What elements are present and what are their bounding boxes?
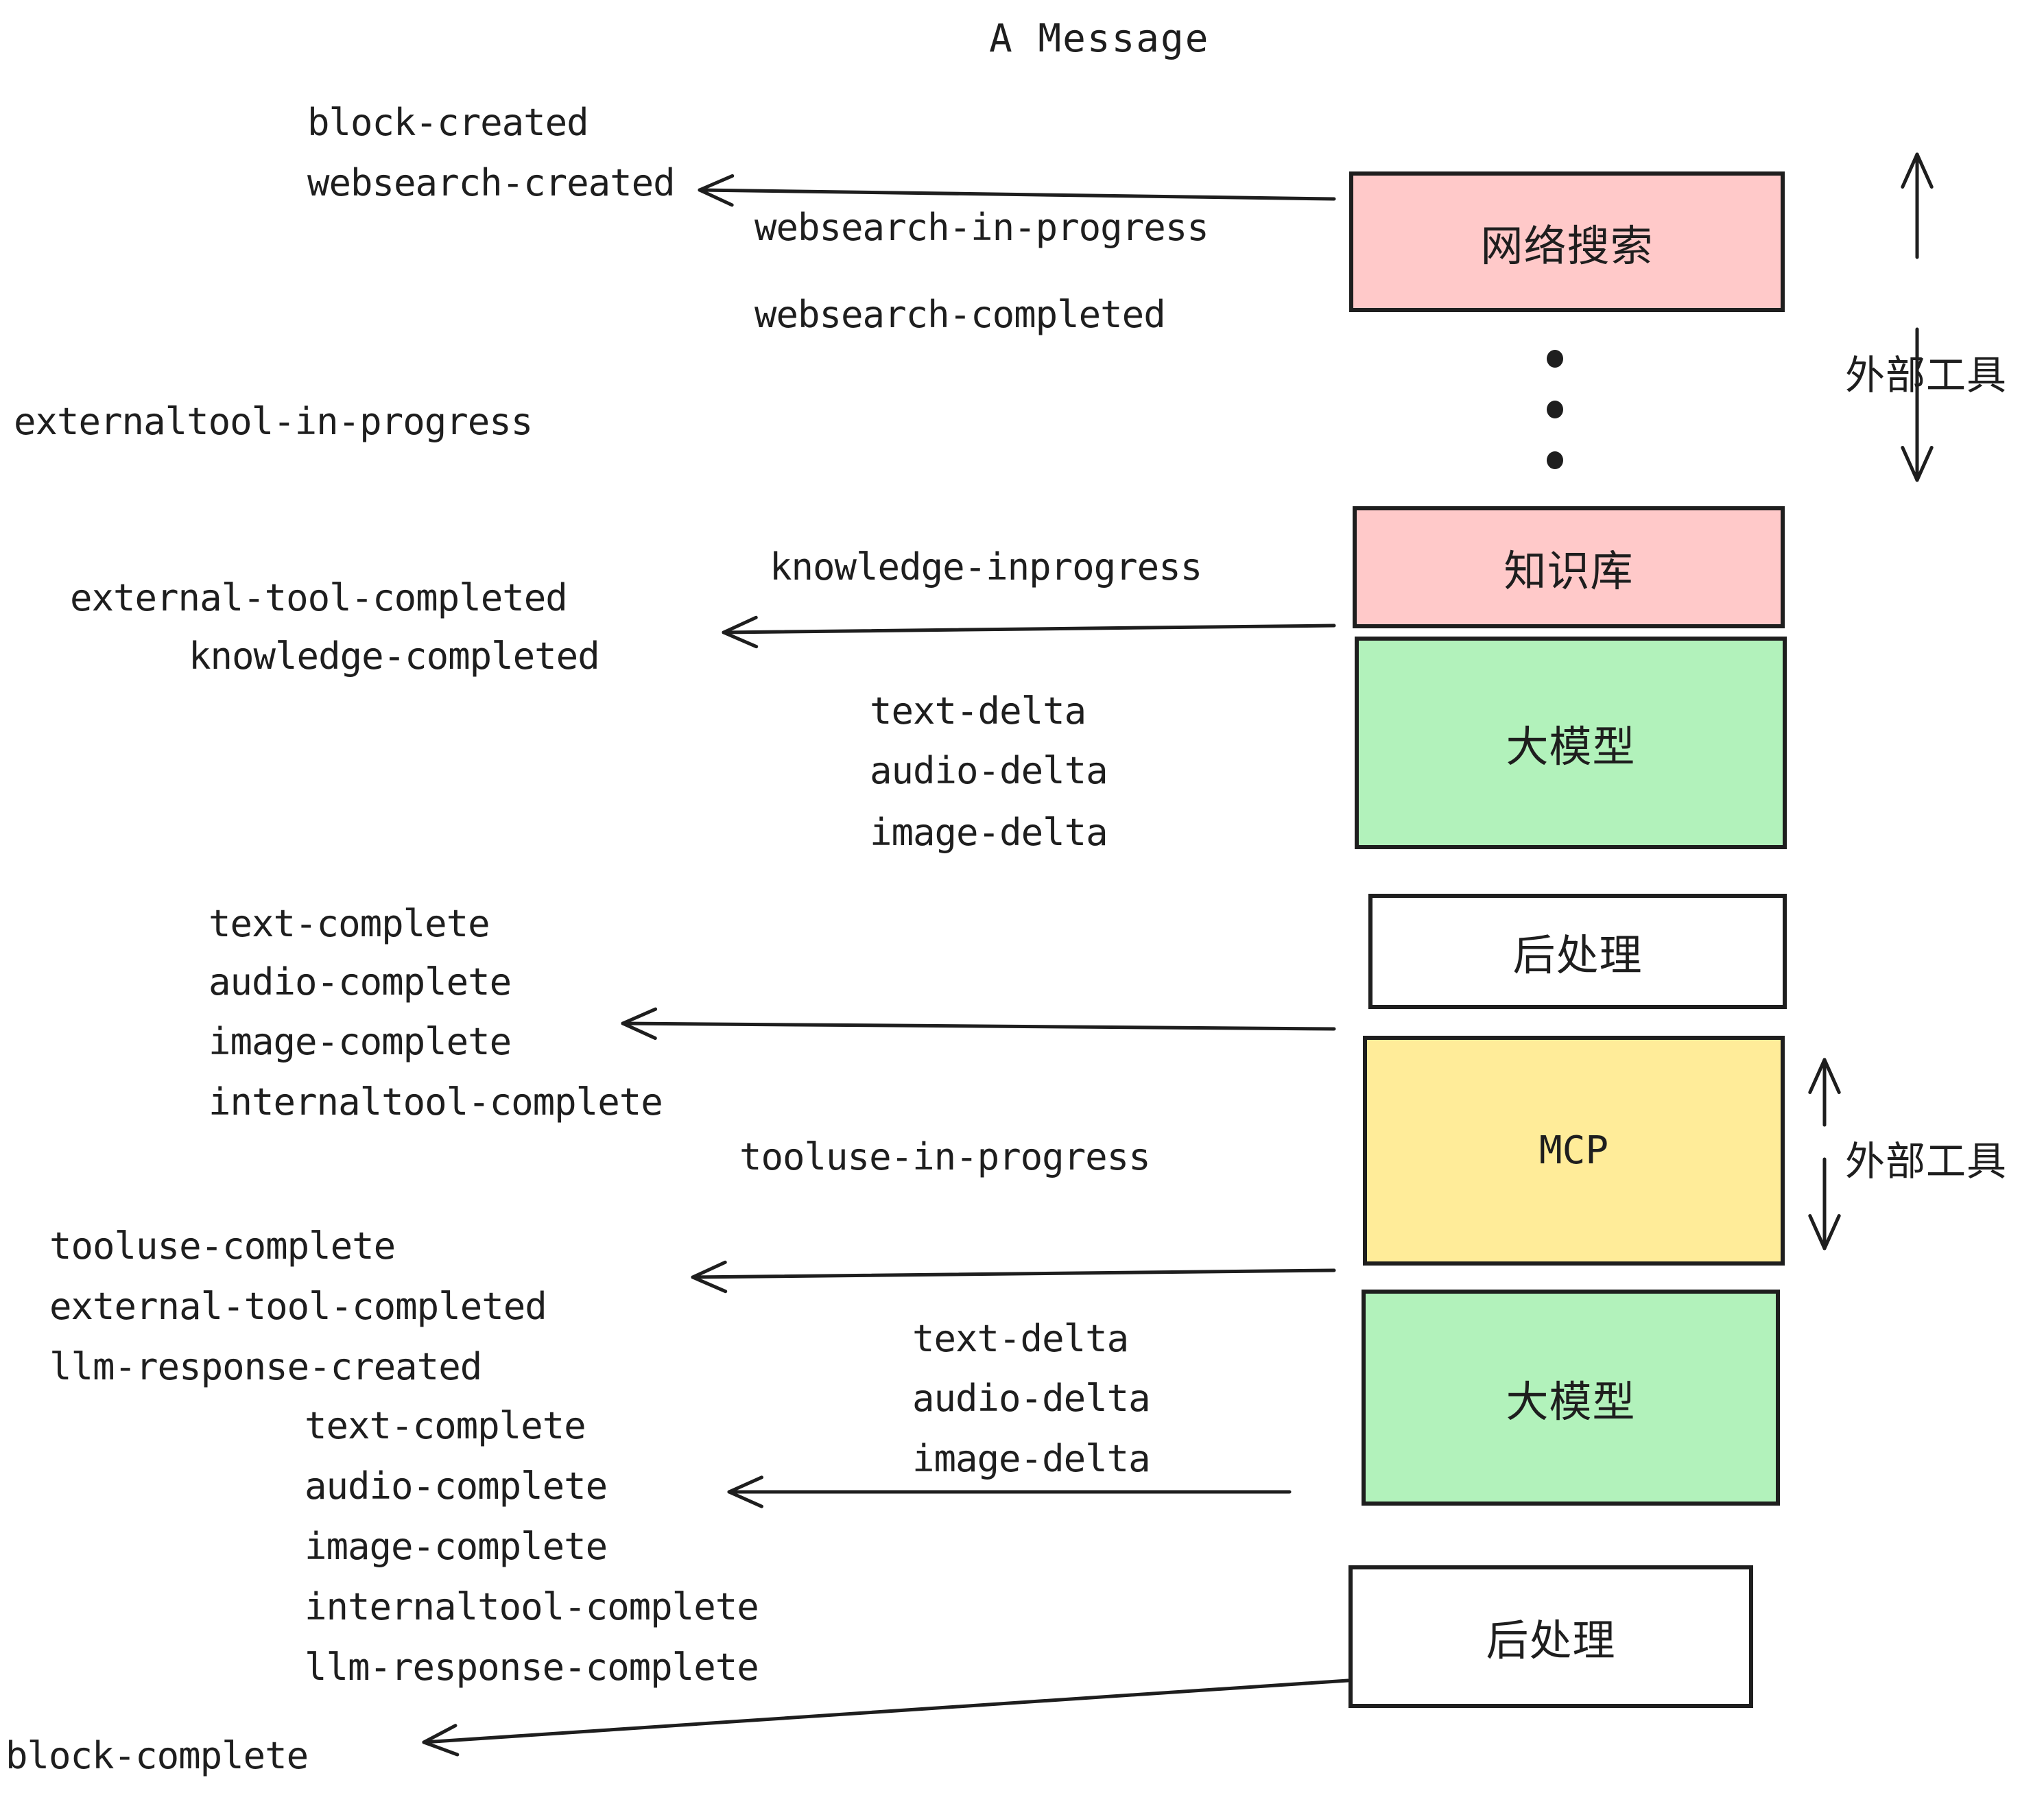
event-label-image-delta-2: image-delta bbox=[912, 1437, 1151, 1480]
node-label-websearch: 网络搜索 bbox=[1480, 220, 1654, 271]
side-label-external-tools-bottom: 外部工具 bbox=[1845, 1138, 2008, 1185]
event-label-audio-delta-1: audio-delta bbox=[870, 749, 1108, 792]
side-label-external-tools-top: 外部工具 bbox=[1845, 352, 2008, 399]
event-label-image-complete-1: image-complete bbox=[209, 1020, 512, 1063]
node-label-postprocess-2: 后处理 bbox=[1486, 1615, 1616, 1665]
vertical-ellipsis-icon bbox=[1547, 350, 1563, 469]
node-llm-2[interactable]: 大模型 bbox=[1362, 1290, 1780, 1506]
node-mcp[interactable]: MCP bbox=[1363, 1036, 1785, 1266]
arrow-mcp-down bbox=[1808, 1157, 1841, 1250]
node-postprocess-2[interactable]: 后处理 bbox=[1348, 1565, 1753, 1708]
arrow-postprocess-out bbox=[422, 1678, 1350, 1757]
arrow-knowledge-out bbox=[722, 615, 1336, 649]
arrow-llm2-out bbox=[727, 1475, 1292, 1508]
page-title: A Message bbox=[989, 16, 1210, 61]
event-label-block-complete: block-complete bbox=[5, 1734, 309, 1777]
event-label-llm-response-created: llm-response-created bbox=[49, 1345, 482, 1388]
node-label-knowledge: 知识库 bbox=[1504, 546, 1634, 596]
event-label-image-complete-2: image-complete bbox=[305, 1525, 608, 1568]
node-websearch[interactable]: 网络搜索 bbox=[1349, 171, 1785, 312]
event-label-audio-complete-1: audio-complete bbox=[209, 960, 512, 1004]
arrow-websearch-out bbox=[698, 174, 1336, 207]
event-label-websearch-completed: websearch-completed bbox=[754, 293, 1166, 336]
node-knowledge[interactable]: 知识库 bbox=[1353, 506, 1785, 628]
node-postprocess-1[interactable]: 后处理 bbox=[1368, 894, 1787, 1009]
event-label-websearch-created: websearch-created bbox=[307, 161, 676, 204]
event-label-external-tool-completed-1: external-tool-completed bbox=[70, 576, 568, 619]
event-label-block-created: block-created bbox=[307, 101, 589, 144]
event-label-externaltool-in-progress: externaltool-in-progress bbox=[14, 400, 533, 443]
arrow-mcp-up bbox=[1808, 1058, 1841, 1127]
arrow-external-up bbox=[1901, 152, 1934, 259]
node-llm-1[interactable]: 大模型 bbox=[1355, 637, 1787, 849]
node-label-llm-1: 大模型 bbox=[1506, 722, 1636, 772]
node-label-postprocess-1: 后处理 bbox=[1512, 930, 1643, 980]
event-label-audio-complete-2: audio-complete bbox=[305, 1464, 608, 1508]
event-label-text-delta-1: text-delta bbox=[870, 689, 1086, 733]
event-label-knowledge-completed: knowledge-completed bbox=[189, 634, 600, 678]
event-label-tooluse-in-progress: tooluse-in-progress bbox=[739, 1135, 1151, 1178]
event-label-llm-response-complete: llm-response-complete bbox=[305, 1646, 759, 1689]
event-label-text-complete-2: text-complete bbox=[305, 1404, 586, 1447]
event-label-text-delta-2: text-delta bbox=[912, 1317, 1129, 1360]
event-label-audio-delta-2: audio-delta bbox=[912, 1377, 1151, 1420]
arrow-llm1-out bbox=[621, 1007, 1336, 1041]
event-label-external-tool-completed-2: external-tool-completed bbox=[49, 1285, 547, 1328]
event-label-tooluse-complete: tooluse-complete bbox=[49, 1224, 396, 1268]
event-label-text-complete-1: text-complete bbox=[209, 902, 490, 945]
event-label-websearch-in-progress: websearch-in-progress bbox=[754, 206, 1209, 249]
event-label-image-delta-1: image-delta bbox=[870, 811, 1108, 854]
node-label-mcp: MCP bbox=[1538, 1128, 1609, 1173]
event-label-internaltool-complete-1: internaltool-complete bbox=[209, 1080, 663, 1124]
arrow-mcp-out bbox=[691, 1260, 1336, 1294]
event-label-internaltool-complete-2: internaltool-complete bbox=[305, 1585, 759, 1628]
node-label-llm-2: 大模型 bbox=[1506, 1376, 1636, 1427]
event-label-knowledge-inprogress: knowledge-inprogress bbox=[770, 545, 1202, 589]
